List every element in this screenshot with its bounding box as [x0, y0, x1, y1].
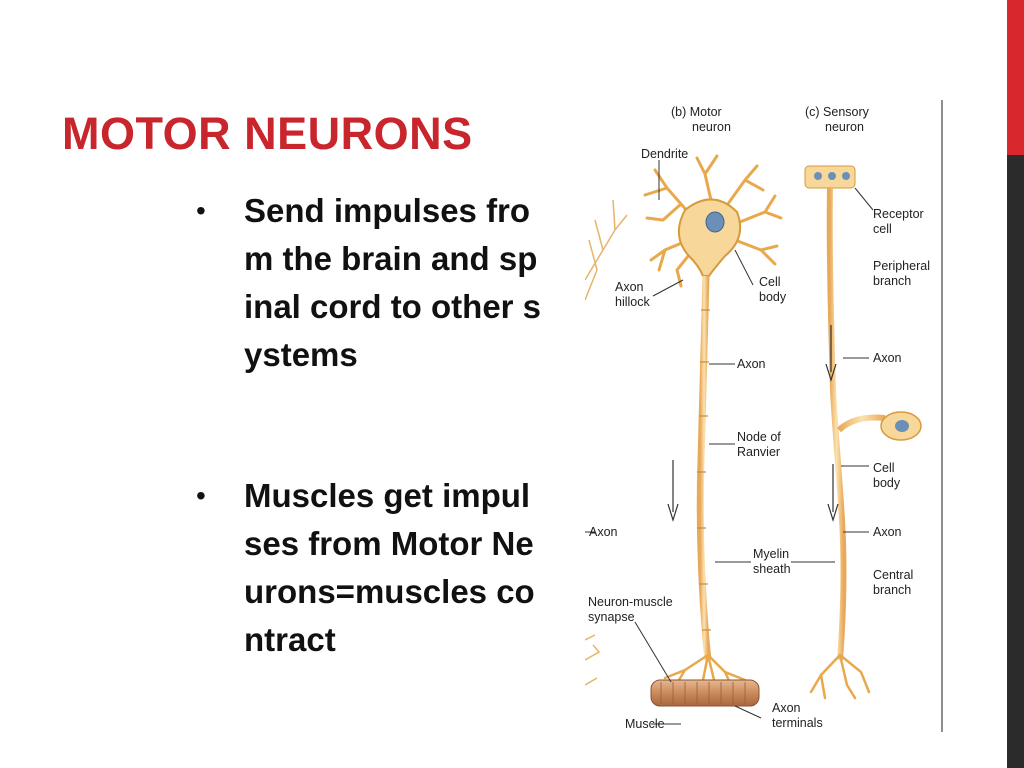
- label-terminals-1: Axon: [772, 701, 801, 715]
- bullet-item: • Send impulses from the brain and spina…: [196, 187, 556, 379]
- label-axon-hillock-2: hillock: [615, 295, 650, 309]
- sensory-heading-line1: (c) Sensory: [805, 105, 870, 119]
- label-myelin-2: sheath: [753, 562, 791, 576]
- leader-lines: [585, 160, 874, 725]
- sensory-heading-line2: neuron: [825, 120, 864, 134]
- label-cell-body-2: body: [759, 290, 787, 304]
- label-node-1: Node of: [737, 430, 781, 444]
- label-axon-hillock-1: Axon: [615, 280, 644, 294]
- label-terminals-2: terminals: [772, 716, 823, 730]
- label-peripheral-2: branch: [873, 274, 911, 288]
- label-receptor-1: Receptor: [873, 207, 924, 221]
- neuron-diagram-svg: (b) Motor neuron Dendrite Axon hillock C…: [585, 100, 943, 732]
- label-receptor-2: cell: [873, 222, 892, 236]
- label-sensory-cell-body-2: body: [873, 476, 901, 490]
- sensory-axon: [826, 187, 847, 661]
- label-synapse-1: Neuron-muscle: [588, 595, 673, 609]
- nodes-of-ranvier: [697, 309, 711, 631]
- bullet-marker: •: [196, 195, 206, 226]
- motor-heading-line1: (b) Motor: [671, 105, 722, 119]
- muscle-striations: [660, 682, 746, 704]
- bullet-marker: •: [196, 480, 206, 511]
- label-left-axon: Axon: [589, 525, 618, 539]
- label-cell-body-1: Cell: [759, 275, 781, 289]
- sensory-neuron: [804, 165, 922, 700]
- accent-bar-red: [1007, 0, 1024, 155]
- direction-arrows: [667, 325, 839, 523]
- label-synapse-2: synapse: [588, 610, 635, 624]
- muscle-fiber: [650, 679, 760, 707]
- label-sensory-axon-lower: Axon: [873, 525, 902, 539]
- label-myelin-1: Myelin: [753, 547, 789, 561]
- bullet-text: Muscles get impulses from Motor Neurons=…: [244, 477, 535, 658]
- slide-title: MOTOR NEURONS: [62, 108, 473, 159]
- label-peripheral-1: Peripheral: [873, 259, 930, 273]
- motor-cell-body: [678, 198, 741, 277]
- partial-neuron-left: [585, 199, 628, 686]
- motor-neuron: [643, 154, 783, 707]
- label-sensory-cell-body-1: Cell: [873, 461, 895, 475]
- label-sensory-axon-upper: Axon: [873, 351, 902, 365]
- label-axon: Axon: [737, 357, 766, 371]
- label-muscle: Muscle: [625, 717, 665, 731]
- sensory-arrow-upper: [825, 325, 837, 383]
- motor-axon: [696, 275, 712, 661]
- motor-nucleus: [705, 211, 725, 233]
- receptor-cells: [804, 165, 856, 189]
- neuron-diagram: (b) Motor neuron Dendrite Axon hillock C…: [585, 100, 945, 735]
- label-dendrite: Dendrite: [641, 147, 688, 161]
- central-branch-terminals: [809, 653, 871, 700]
- label-central-2: branch: [873, 583, 911, 597]
- accent-bar-dark: [1007, 155, 1024, 768]
- label-central-1: Central: [873, 568, 913, 582]
- label-node-2: Ranvier: [737, 445, 780, 459]
- bullet-text: Send impulses from the brain and spinal …: [244, 192, 542, 373]
- bullet-item: • Muscles get impulses from Motor Neuron…: [196, 472, 556, 664]
- sensory-arrow-lower: [827, 464, 839, 523]
- motor-heading-line2: neuron: [692, 120, 731, 134]
- motor-arrow-down: [667, 460, 679, 523]
- sensory-stem: [836, 414, 886, 433]
- sensory-nucleus: [895, 420, 909, 432]
- bullet-list: • Send impulses from the brain and spina…: [196, 187, 556, 664]
